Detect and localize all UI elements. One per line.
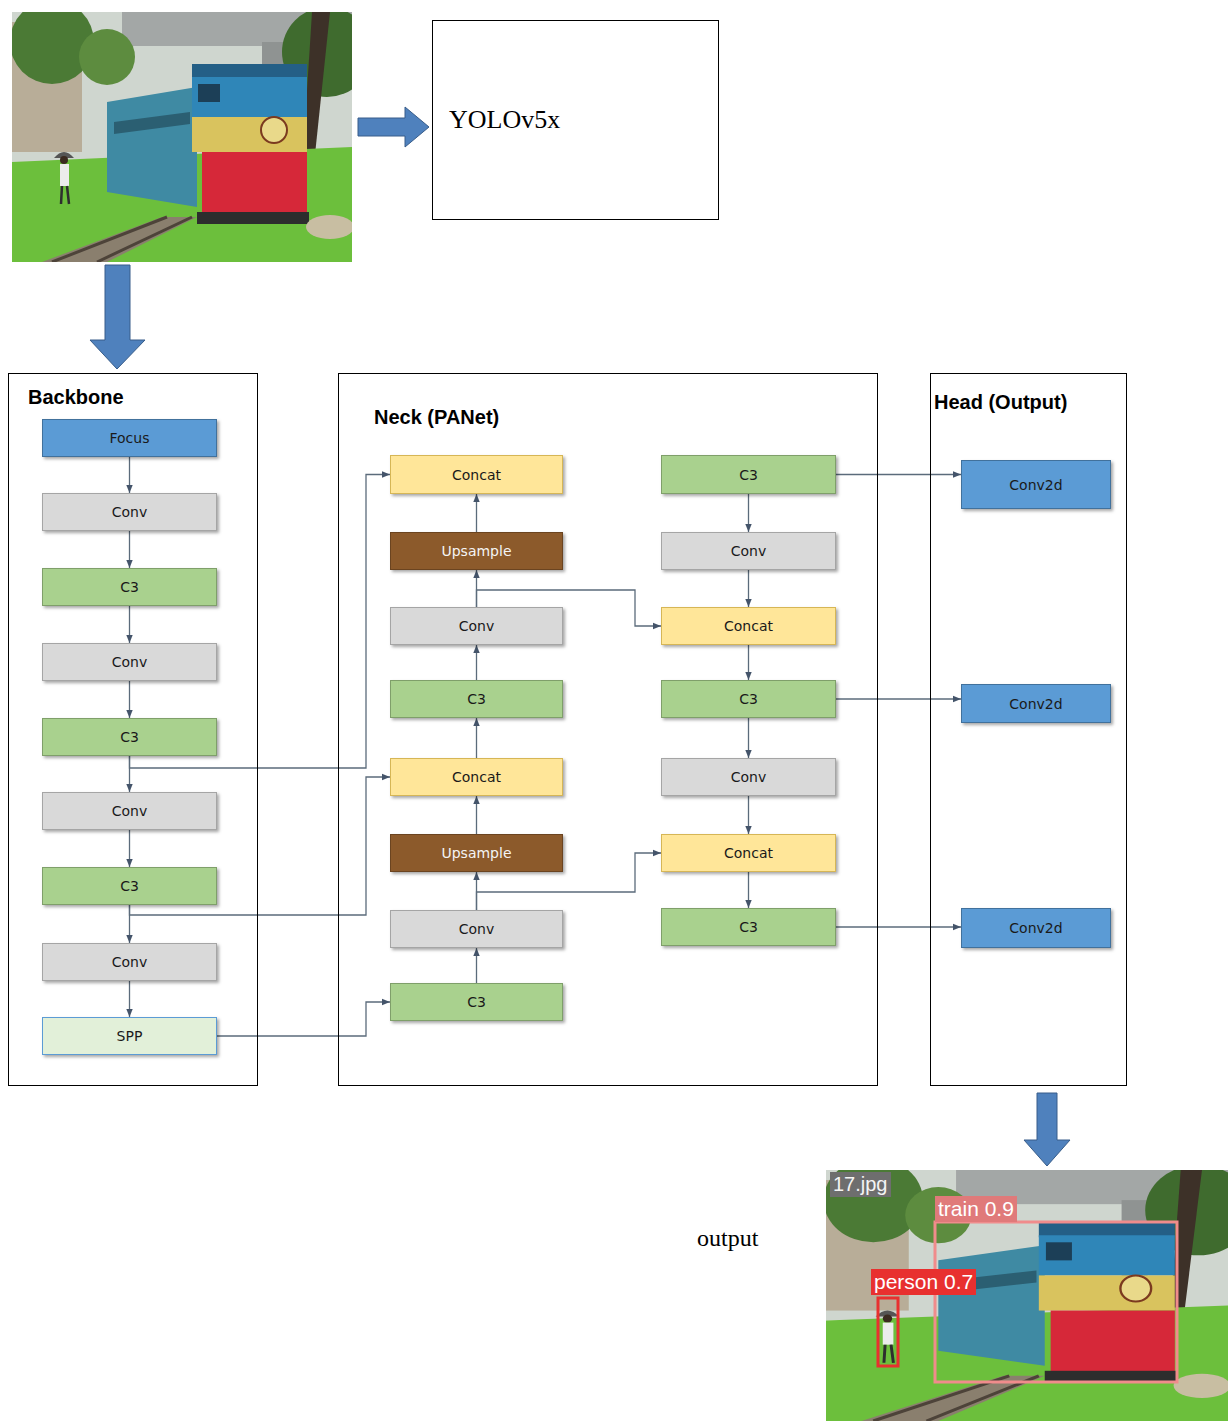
- connector: [748, 872, 749, 908]
- connector: [476, 796, 477, 834]
- layer-box: C3: [661, 680, 836, 718]
- layer-box: Concat: [390, 758, 563, 796]
- layer-box: Upsample: [390, 532, 563, 570]
- box-label: Concat: [452, 467, 501, 483]
- box-label: Conv: [112, 504, 148, 520]
- connector: [476, 948, 477, 983]
- box-label: Conv: [112, 654, 148, 670]
- connector: [476, 494, 477, 532]
- layer-box: Conv: [42, 792, 217, 830]
- input-photo: [10, 0, 372, 262]
- box-label: Conv2d: [1009, 696, 1062, 712]
- model-name: YOLOv5x: [433, 105, 560, 135]
- box-label: Conv: [112, 954, 148, 970]
- layer-box: C3: [661, 455, 836, 494]
- box-label: Concat: [452, 769, 501, 785]
- label-anchor: 17.jpg: [830, 1172, 891, 1197]
- label-anchor: train 0.9: [935, 1196, 1017, 1222]
- connector: [129, 457, 130, 493]
- box-label: C3: [467, 691, 486, 707]
- layer-box: SPP: [42, 1017, 217, 1055]
- box-label: Conv2d: [1009, 920, 1062, 936]
- output-photo: [824, 1158, 1228, 1421]
- connector: [476, 645, 477, 680]
- box-label: C3: [739, 691, 758, 707]
- detection-label: train 0.9: [935, 1196, 1017, 1222]
- layer-box: C3: [661, 908, 836, 946]
- box-label: C3: [739, 919, 758, 935]
- layer-box: Conv: [42, 493, 217, 531]
- layer-box: C3: [390, 680, 563, 718]
- box-label: C3: [739, 467, 758, 483]
- connector: [836, 474, 961, 475]
- section-panel: BackboneFocusConvC3ConvC3ConvC3ConvSPP: [8, 373, 258, 1086]
- detection-box: [878, 1298, 898, 1366]
- box-label: C3: [467, 994, 486, 1010]
- layer-box: Concat: [390, 455, 563, 494]
- box-label: Conv: [459, 618, 495, 634]
- box-label: Focus: [110, 430, 150, 446]
- layer-box: Conv2d: [961, 460, 1111, 509]
- label-anchor: output: [694, 1224, 761, 1253]
- connector: [129, 681, 130, 718]
- connector: [748, 645, 749, 680]
- connector: [129, 981, 130, 1017]
- layer-box: Upsample: [390, 834, 563, 872]
- box-label: C3: [120, 729, 139, 745]
- detection-label: person 0.7: [871, 1269, 976, 1295]
- layer-box: C3: [42, 568, 217, 606]
- box-label: Conv: [731, 543, 767, 559]
- layer-box: Conv2d: [961, 908, 1111, 948]
- box-label: C3: [120, 878, 139, 894]
- layer-box: C3: [390, 983, 563, 1021]
- connector: [748, 718, 749, 758]
- box-label: Conv2d: [1009, 477, 1062, 493]
- layer-box: Conv: [661, 532, 836, 570]
- block-arrow: [90, 265, 145, 369]
- box-label: Conv: [112, 803, 148, 819]
- layer-box: C3: [42, 718, 217, 756]
- panel-title: Backbone: [28, 386, 124, 409]
- layer-box: Conv: [42, 943, 217, 981]
- model-box: YOLOv5x: [432, 20, 719, 220]
- section-panel: Head (Output)Conv2dConv2dConv2d: [930, 373, 1127, 1086]
- connector: [476, 718, 477, 758]
- box-label: Conv: [731, 769, 767, 785]
- connector: [836, 698, 961, 699]
- connector: [129, 830, 130, 867]
- box-label: C3: [120, 579, 139, 595]
- connector: [748, 570, 749, 607]
- block-arrow: [358, 107, 429, 147]
- layer-box: Conv: [42, 643, 217, 681]
- panel-title: Head (Output): [934, 391, 1067, 414]
- box-label: Conv: [459, 921, 495, 937]
- connector: [748, 796, 749, 834]
- layer-box: Conv2d: [961, 684, 1111, 723]
- layer-box: C3: [42, 867, 217, 905]
- label-anchor: person 0.7: [871, 1269, 976, 1295]
- section-panel: Neck (PANet)ConcatUpsampleConvC3ConcatUp…: [338, 373, 878, 1086]
- layer-box: Focus: [42, 419, 217, 457]
- block-arrow: [1024, 1093, 1070, 1166]
- connector: [217, 1002, 390, 1036]
- box-label: Concat: [724, 845, 773, 861]
- box-label: Upsample: [441, 845, 511, 861]
- caption-text: output: [694, 1224, 761, 1253]
- detection-box: [935, 1222, 1177, 1382]
- connector: [129, 606, 130, 643]
- connector: [748, 494, 749, 532]
- panel-title: Neck (PANet): [374, 406, 499, 429]
- connector: [129, 531, 130, 568]
- layer-box: Conv: [390, 910, 563, 948]
- layer-box: Concat: [661, 607, 836, 645]
- connector: [836, 926, 961, 927]
- layer-box: Concat: [661, 834, 836, 872]
- box-label: Concat: [724, 618, 773, 634]
- layer-box: Conv: [390, 607, 563, 645]
- box-label: Upsample: [441, 543, 511, 559]
- filename-label: 17.jpg: [830, 1172, 891, 1197]
- box-label: SPP: [117, 1028, 143, 1044]
- layer-box: Conv: [661, 758, 836, 796]
